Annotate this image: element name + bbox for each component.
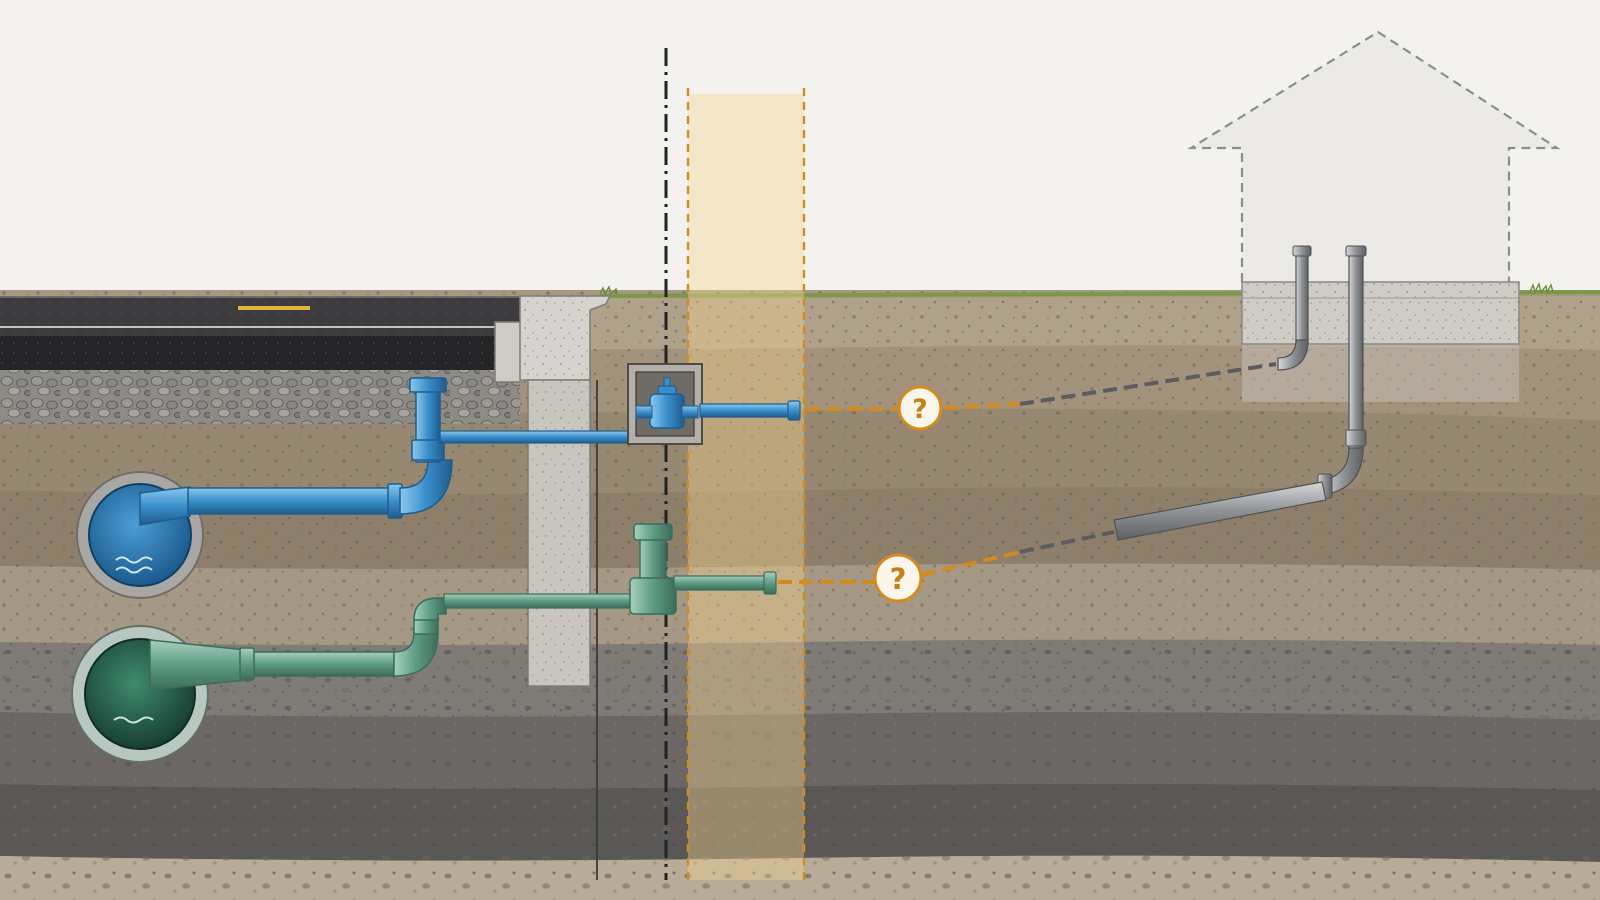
sewer-lateral-to-easement [673, 575, 773, 591]
private-sewer-line [1113, 245, 1367, 541]
road-edge-line [0, 326, 500, 328]
water-system [76, 363, 801, 599]
sewer-lateral-unknown-marker: ? [873, 553, 923, 603]
road-centerline [238, 306, 310, 310]
sewer-connection-unknown [778, 530, 1115, 584]
water-service-unknown-marker: ? [897, 385, 943, 431]
question-mark-icon: ? [912, 394, 928, 425]
sewer-lateral-lower [243, 651, 395, 677]
water-service-pipe-lower [187, 487, 401, 515]
water-connection-unknown [806, 362, 1277, 411]
question-mark-icon: ? [890, 562, 907, 596]
road [0, 296, 520, 370]
water-meter-box [627, 363, 703, 445]
sewer-system [71, 523, 777, 763]
sewer-cleanout-icon [629, 523, 677, 615]
private-water-line [1277, 245, 1312, 371]
soil-strata [0, 290, 1600, 900]
water-service-pipe-upper [439, 430, 641, 444]
water-meter-icon [635, 377, 699, 429]
utility-easement-zone [686, 88, 806, 880]
house-outline-icon [1187, 30, 1561, 402]
sewer-lateral-upper [443, 593, 639, 609]
water-service-to-easement [699, 403, 799, 418]
